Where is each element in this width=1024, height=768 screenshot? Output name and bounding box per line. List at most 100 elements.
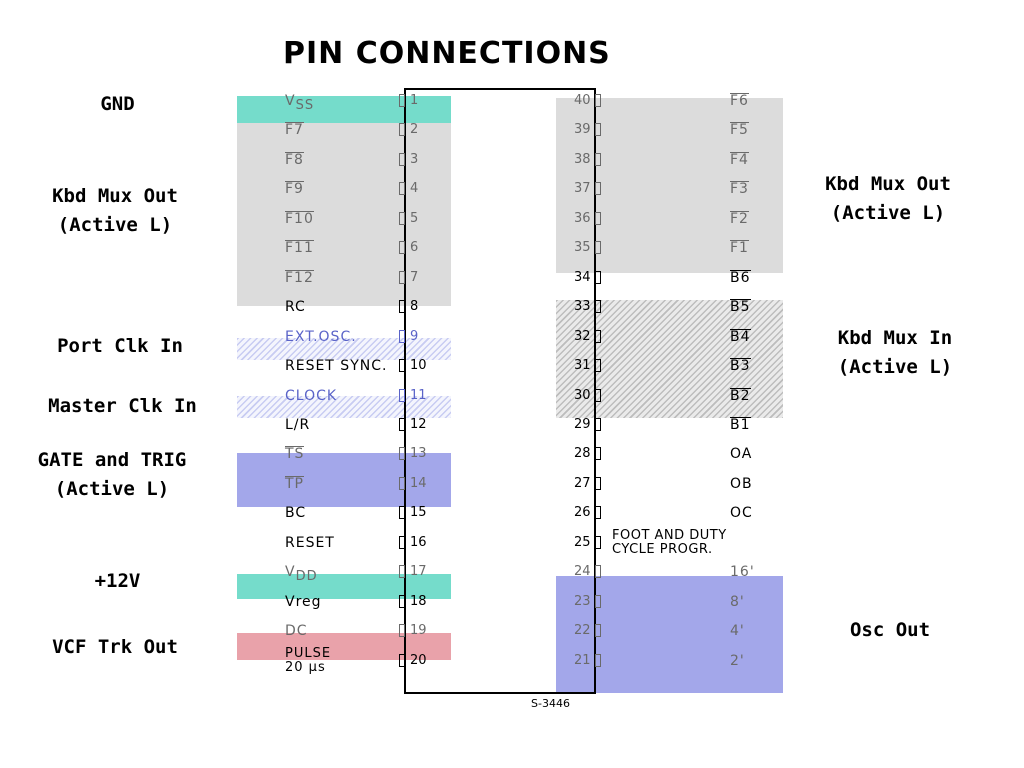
pin-name: Vreg <box>285 591 322 613</box>
pin-label: OA <box>730 446 753 463</box>
pin-label: F10 <box>285 210 314 227</box>
pin-number: 28 <box>574 446 591 462</box>
pin-label: F1 <box>730 240 749 257</box>
pin-stub <box>399 211 405 225</box>
pin-number: 40 <box>574 93 591 108</box>
pin-label: F9 <box>285 181 304 198</box>
annotation-line: VCF Trk Out <box>52 636 178 658</box>
pin-name: 16' <box>730 561 755 583</box>
pin-stub <box>595 211 601 225</box>
pin-stub <box>399 417 405 431</box>
pin-name: EXT.OSC. <box>285 326 357 348</box>
annotation-master-clk: Master Clk In <box>20 392 225 421</box>
pin-stub <box>595 506 601 520</box>
pin-stub <box>399 329 405 343</box>
pin-stub <box>595 476 601 490</box>
pin-number: 33 <box>574 299 591 315</box>
pin-number: 5 <box>410 210 419 226</box>
annotation-kbd-out-left: Kbd Mux Out (Active L) <box>20 182 210 240</box>
pin-stub <box>399 152 405 166</box>
pin-name: F5 <box>730 119 749 141</box>
pin-number: 36 <box>574 210 591 226</box>
annotation-line: Kbd Mux Out <box>52 185 178 207</box>
pin-name: 4' <box>730 620 745 642</box>
pin-row-28: 28 OA <box>568 443 768 465</box>
pin-number: 11 <box>410 387 427 403</box>
pin-label: FOOT AND DUTY <box>612 527 727 543</box>
annotation-line: Master Clk In <box>48 395 197 417</box>
pin-label: F8 <box>285 151 304 168</box>
pin-number: 20 <box>410 652 427 668</box>
pin-name: F8 <box>285 149 304 171</box>
pin-label: OB <box>730 475 753 492</box>
pin-name: DC <box>285 620 308 642</box>
annotation-line: Osc Out <box>849 619 931 641</box>
pin-label: B5 <box>730 299 751 316</box>
pin-row-32: 32 B4 <box>568 326 768 348</box>
pin-number: 22 <box>574 623 591 639</box>
pin-label: B4 <box>730 328 751 345</box>
pin-row-24: 24 16' <box>568 561 768 583</box>
pin-number: 2 <box>410 122 419 138</box>
pin-number: 18 <box>410 593 427 609</box>
pin-stub <box>399 535 405 549</box>
pin-label: F7 <box>285 122 304 139</box>
pin-row-33: 33 B5 <box>568 296 768 318</box>
port-clk-highlight <box>237 338 451 360</box>
pin-label: Vreg <box>285 593 322 610</box>
pin-stub <box>399 182 405 196</box>
pin-stub <box>595 123 601 137</box>
pin-name: RESET <box>285 532 335 554</box>
pin-number: 39 <box>574 122 591 138</box>
pin-name: OA <box>730 443 752 465</box>
annotation-gnd: GND <box>60 90 175 119</box>
pin-name: TP <box>285 473 304 495</box>
pin-number: 15 <box>410 505 427 521</box>
drawing-code: S-3446 <box>531 697 570 710</box>
pin-number: 9 <box>410 328 419 344</box>
pin-number: 26 <box>574 505 591 521</box>
pin-stub <box>399 359 405 373</box>
pin-row-14: TP 14 <box>280 473 440 495</box>
pin-stub <box>399 241 405 255</box>
pin-name: RESET SYNC. <box>285 355 387 377</box>
annotation-12v: +12V <box>60 567 175 596</box>
pin-stub <box>595 270 601 284</box>
pin-stub <box>595 594 601 608</box>
pin-stub <box>595 535 601 549</box>
pin-number: 14 <box>410 475 427 491</box>
pin-name: 8' <box>730 591 745 613</box>
pin-number: 32 <box>574 328 591 344</box>
pin-name: B3 <box>730 355 751 377</box>
pin-number: 13 <box>410 446 427 462</box>
pin-stub <box>595 359 601 373</box>
gate-trig-highlight <box>237 453 451 507</box>
pin-label: F2 <box>730 210 749 227</box>
pin-number: 21 <box>574 652 591 668</box>
pin-name: F10 <box>285 208 314 230</box>
pin-number: 8 <box>410 299 419 315</box>
pin-row-9: EXT.OSC. 9 <box>280 326 440 348</box>
pin-stub <box>399 624 405 638</box>
pin-label: RESET <box>285 534 335 551</box>
pin-stub <box>595 565 601 579</box>
pin-stub <box>399 476 405 490</box>
pin-stub <box>399 123 405 137</box>
pin-name: B1 <box>730 414 751 436</box>
pin-name: L/R <box>285 414 310 436</box>
pin-number: 24 <box>574 564 591 580</box>
pin-stub <box>595 447 601 461</box>
